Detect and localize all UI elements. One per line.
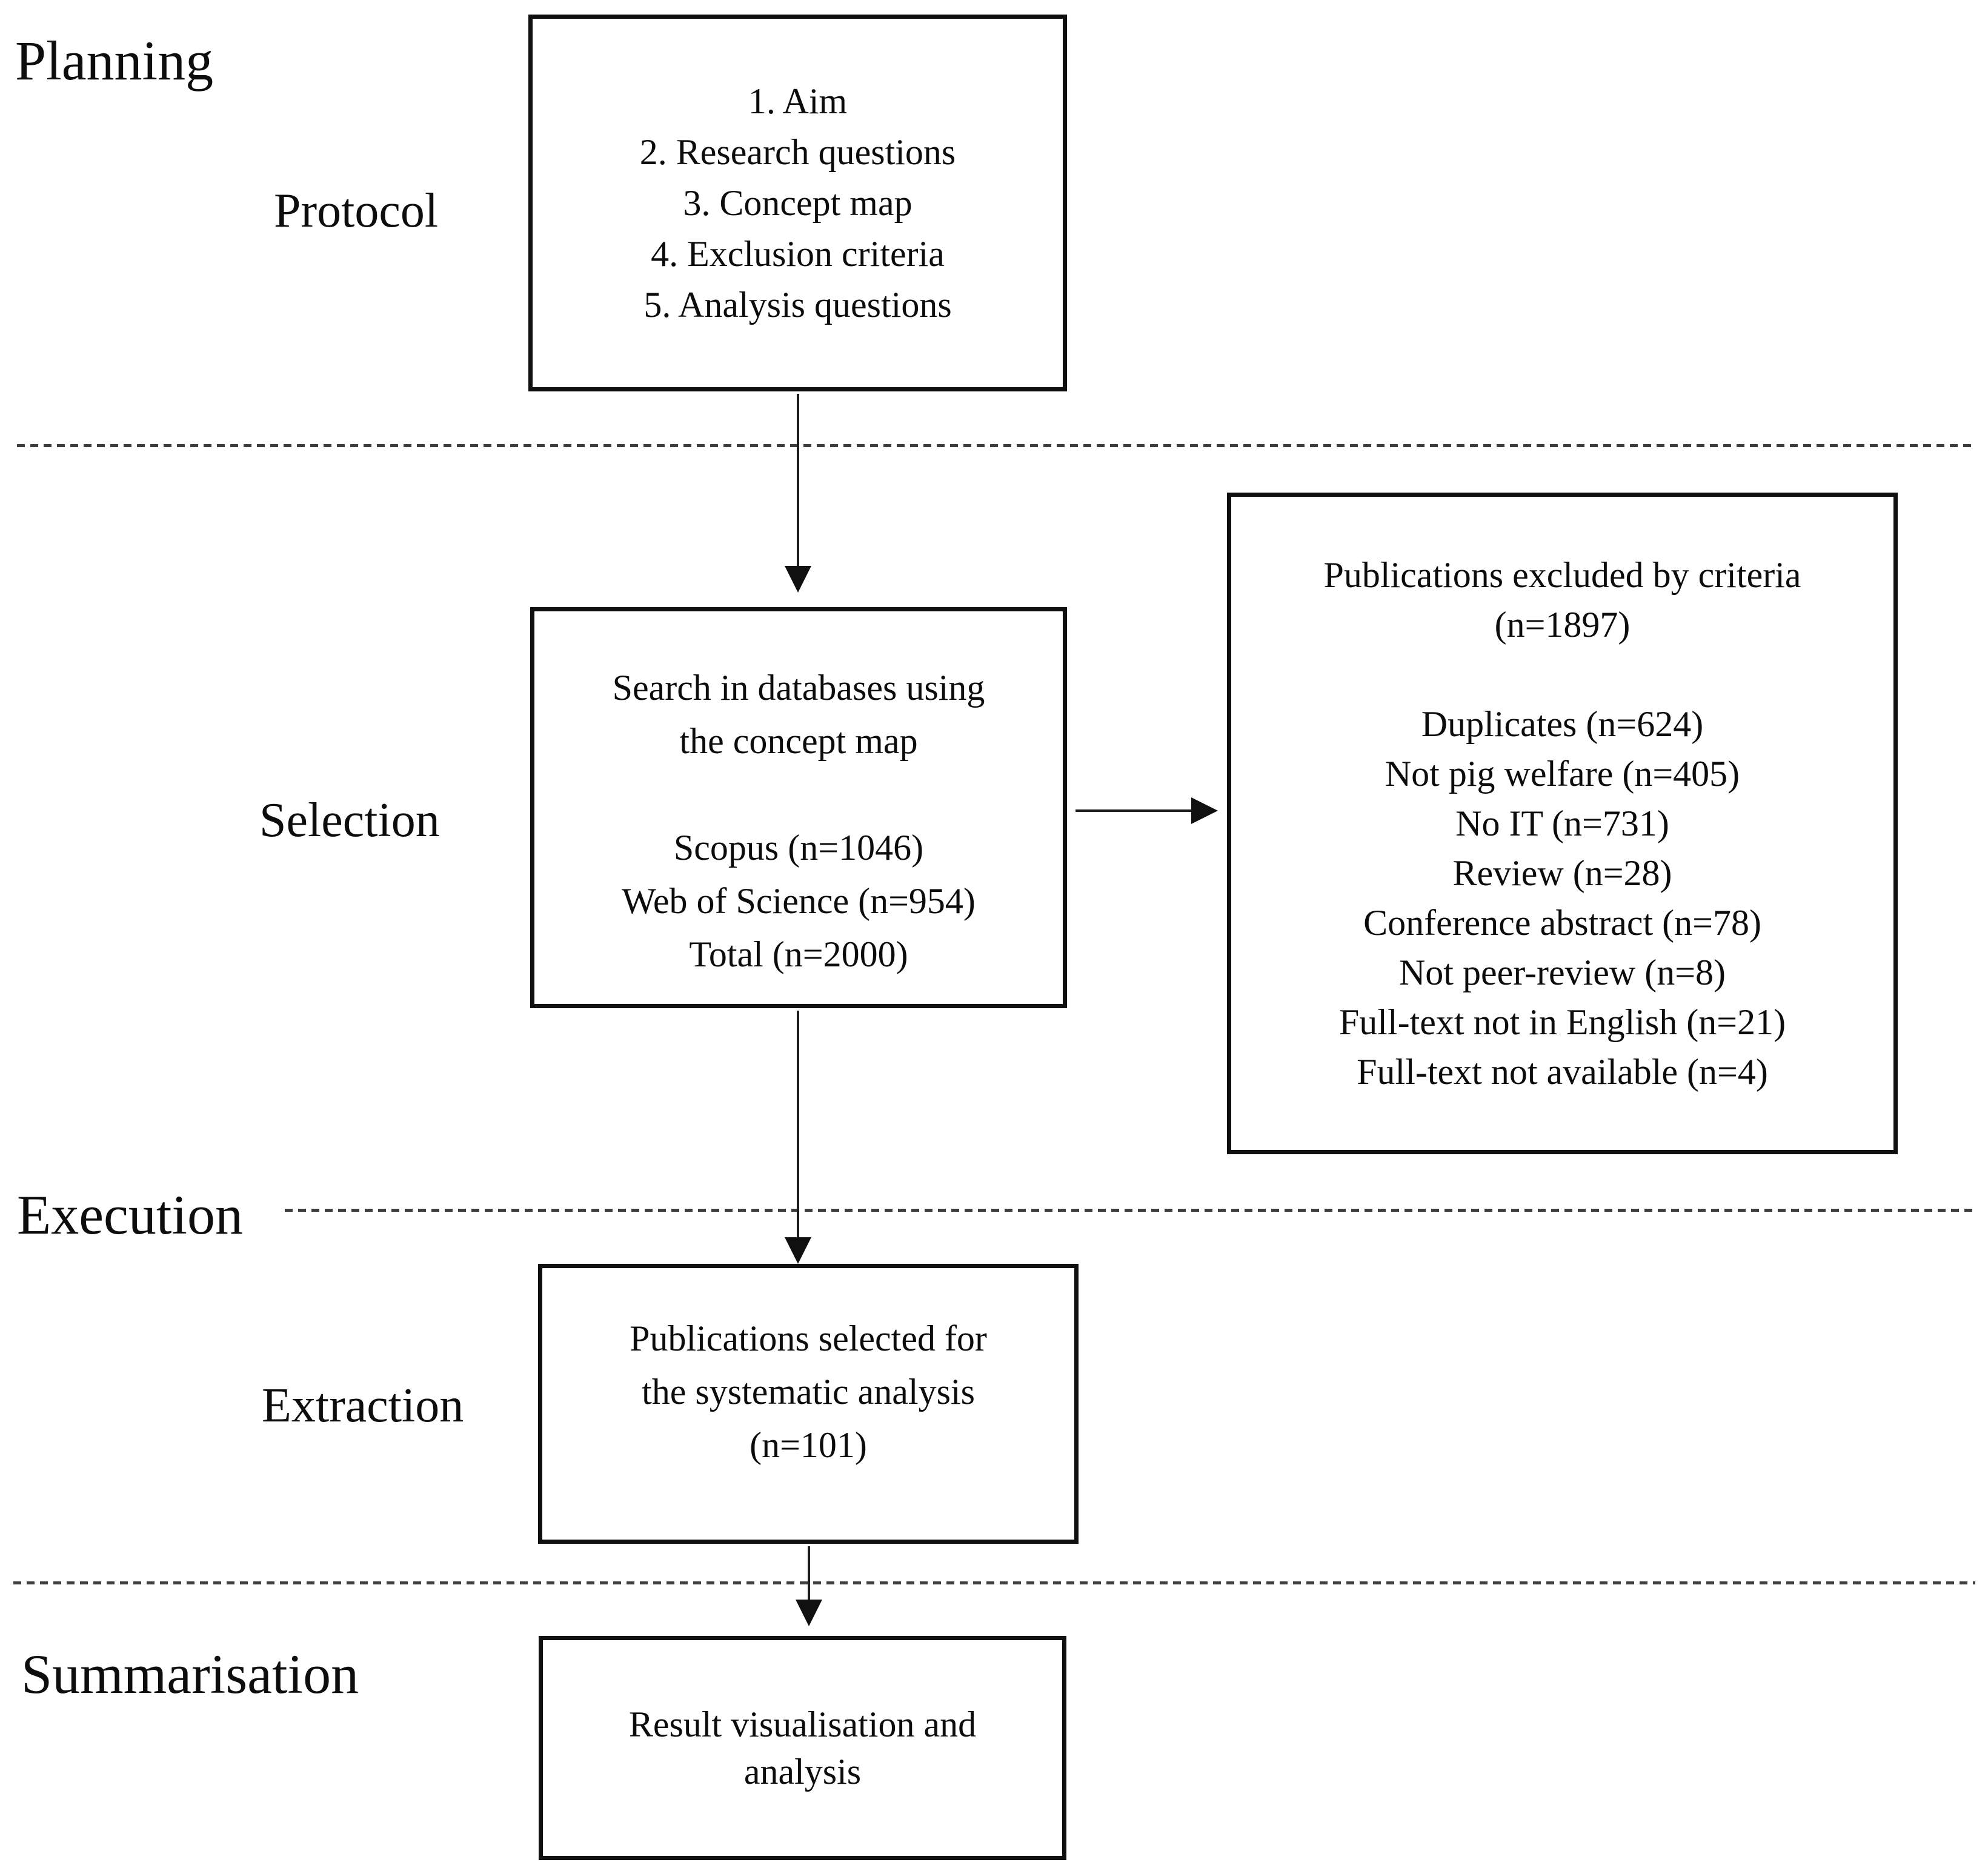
- selected-box: Publications selected for the systematic…: [538, 1264, 1079, 1544]
- box-line: Not peer-review (n=8): [1398, 952, 1726, 992]
- divider-planning-selection: [17, 444, 1975, 447]
- box-line: 3. Concept map: [683, 183, 913, 223]
- box-line: 1. Aim: [748, 81, 848, 121]
- search-box: Search in databases using the concept ma…: [530, 607, 1067, 1008]
- box-line: Search in databases using: [612, 668, 985, 708]
- arrowhead-down-icon: [785, 566, 811, 593]
- box-line: Total (n=2000): [689, 934, 908, 974]
- box-line: the concept map: [679, 721, 918, 761]
- divider-summarisation: [13, 1581, 1975, 1584]
- box-line: (n=101): [750, 1425, 867, 1465]
- arrowhead-right-icon: [1191, 797, 1218, 824]
- phase-label-selection: Selection: [259, 794, 440, 847]
- arrow-right-icon: [1075, 797, 1218, 824]
- box-line: 2. Research questions: [639, 132, 956, 172]
- box-line: Not pig welfare (n=405): [1385, 754, 1740, 794]
- stage-label-planning: Planning: [15, 30, 214, 91]
- excluded-box: Publications excluded by criteria (n=189…: [1227, 493, 1898, 1154]
- arrow-shaft: [797, 1011, 799, 1237]
- box-line: 4. Exclusion criteria: [651, 234, 945, 274]
- arrowhead-down-icon: [796, 1600, 822, 1626]
- arrow-shaft: [808, 1546, 810, 1600]
- protocol-box: 1. Aim 2. Research questions 3. Concept …: [528, 15, 1067, 391]
- box-line: Result visualisation and: [628, 1704, 977, 1744]
- box-line: Full-text not in English (n=21): [1338, 1002, 1786, 1042]
- box-line: (n=1897): [1494, 605, 1631, 645]
- stage-label-summarisation: Summarisation: [21, 1643, 359, 1705]
- box-line: Full-text not available (n=4): [1357, 1052, 1768, 1092]
- stage-label-execution: Execution: [17, 1184, 243, 1246]
- box-line: Publications selected for: [630, 1318, 987, 1358]
- result-box: Result visualisation and analysis: [539, 1636, 1066, 1860]
- box-line: Publications excluded by criteria: [1323, 555, 1801, 595]
- arrowhead-down-icon: [785, 1237, 811, 1264]
- box-line: Conference abstract (n=78): [1363, 903, 1761, 943]
- phase-label-protocol: Protocol: [274, 184, 439, 238]
- box-line: No IT (n=731): [1455, 803, 1669, 843]
- box-line: Scopus (n=1046): [673, 828, 924, 868]
- box-line: Review (n=28): [1452, 853, 1672, 893]
- arrow-down-icon: [785, 1011, 811, 1264]
- arrow-down-icon: [785, 394, 811, 593]
- divider-execution: [285, 1209, 1975, 1212]
- box-line: the systematic analysis: [642, 1372, 975, 1412]
- arrow-down-icon: [796, 1546, 822, 1626]
- box-line: analysis: [743, 1752, 862, 1792]
- box-line: Web of Science (n=954): [622, 881, 976, 921]
- arrow-shaft: [797, 394, 799, 566]
- arrow-shaft: [1075, 809, 1191, 812]
- phase-label-extraction: Extraction: [262, 1379, 464, 1432]
- box-line: 5. Analysis questions: [643, 285, 952, 325]
- box-line: Duplicates (n=624): [1421, 704, 1704, 744]
